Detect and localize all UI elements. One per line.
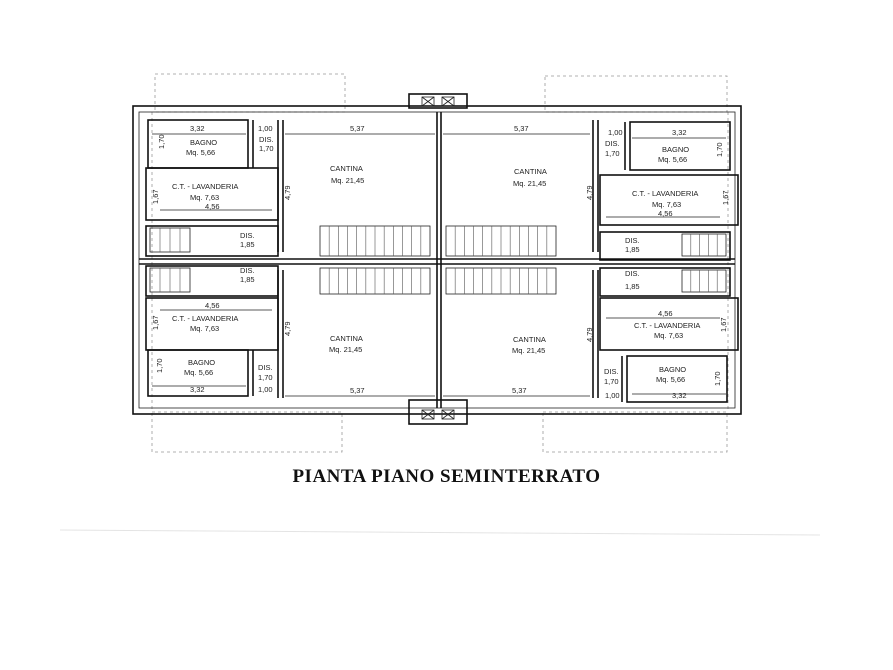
dim-cantina-width: 5,37: [512, 386, 527, 395]
bagno-label: BAGNO: [190, 138, 217, 147]
stair-steps: [159, 226, 718, 294]
dim-bagno-width: 3,32: [672, 391, 687, 400]
outer-walls: [132, 105, 742, 415]
lavanderia-area: Mq. 7,63: [652, 200, 681, 209]
bagno-area: Mq. 5,66: [186, 148, 215, 157]
dim-lav-width: 4,56: [658, 309, 673, 318]
bagno-area: Mq. 5,66: [656, 375, 685, 384]
dim-lav-width: 4,56: [658, 209, 673, 218]
dim-dis-door: 1,00: [608, 128, 623, 137]
left-bottom-unit: CANTINA Mq. 21,45 BAGNO Mq. 5,66 C.T. - …: [151, 266, 365, 395]
dis-stair-label: DIS.: [625, 236, 640, 245]
dim-lav-width: 4,56: [205, 202, 220, 211]
dim-lav-width: 4,56: [205, 301, 220, 310]
dim-bagno-depth: 1,70: [157, 134, 166, 149]
dim-dis-door: 1,00: [258, 124, 273, 133]
dim-cantina-width: 5,37: [350, 124, 365, 133]
dis-label: DIS.: [605, 139, 620, 148]
dis-stair-label: DIS.: [240, 266, 255, 275]
bagno-label: BAGNO: [188, 358, 215, 367]
dis-stair-label: DIS.: [625, 269, 640, 278]
cantina-area: Mq. 21,45: [331, 176, 364, 185]
dim-dis-width: 1,70: [258, 373, 273, 382]
dim-lav-depth: 1,67: [151, 315, 160, 330]
dim-lav-depth: 1,67: [719, 317, 728, 332]
dim-cantina-depth: 4,79: [283, 185, 292, 200]
dim-dis-stair: 1,85: [240, 240, 255, 249]
dis-label: DIS.: [258, 363, 273, 372]
dim-dis-door: 1,00: [605, 391, 620, 400]
dim-cantina-depth: 4,79: [585, 185, 594, 200]
dim-cantina-depth: 4,79: [585, 327, 594, 342]
dim-cantina-width: 5,37: [514, 124, 529, 133]
window-top: [408, 93, 468, 109]
dis-label: DIS.: [604, 367, 619, 376]
dim-dis-stair: 1,85: [625, 245, 640, 254]
dim-dis-stair: 1,85: [240, 275, 255, 284]
dis-stair-label: DIS.: [240, 231, 255, 240]
dim-bagno-depth: 1,70: [155, 358, 164, 373]
bagno-label: BAGNO: [659, 365, 686, 374]
cantina-label: CANTINA: [513, 335, 546, 344]
bagno-area: Mq. 5,66: [658, 155, 687, 164]
lavanderia-label: C.T. - LAVANDERIA: [172, 182, 238, 191]
right-bottom-unit: CANTINA Mq. 21,45 BAGNO Mq. 5,66 C.T. - …: [512, 269, 728, 400]
lavanderia-area: Mq. 7,63: [190, 324, 219, 333]
lavanderia-area: Mq. 7,63: [654, 331, 683, 340]
cantina-label: CANTINA: [514, 167, 547, 176]
lavanderia-label: C.T. - LAVANDERIA: [632, 189, 698, 198]
left-interior-walls: [145, 119, 284, 398]
dim-bagno-depth: 1,70: [715, 142, 724, 157]
dim-cantina-width: 5,37: [350, 386, 365, 395]
bagno-area: Mq. 5,66: [184, 368, 213, 377]
dim-lav-depth: 1,67: [151, 189, 160, 204]
drawing-title: PIANTA PIANO SEMINTERRATO: [292, 466, 601, 487]
dim-lav-depth: 1,67: [721, 190, 730, 205]
dim-bagno-width: 3,32: [190, 385, 205, 394]
dim-bagno-width: 3,32: [190, 124, 205, 133]
cantina-label: CANTINA: [330, 164, 363, 173]
bagno-label: BAGNO: [662, 145, 689, 154]
dim-bagno-width: 3,32: [672, 128, 687, 137]
dim-cantina-depth: 4,79: [283, 321, 292, 336]
scan-artifact-line: [59, 529, 821, 536]
dim-dis-stair: 1,85: [625, 282, 640, 291]
dim-dis-width: 1,70: [604, 377, 619, 386]
lavanderia-label: C.T. - LAVANDERIA: [172, 314, 238, 323]
window-bottom: [408, 399, 468, 425]
left-top-unit: CANTINA Mq. 21,45 BAGNO Mq. 5,66 C.T. - …: [151, 124, 365, 249]
dimension-lines: [152, 133, 726, 397]
cantina-area: Mq. 21,45: [329, 345, 362, 354]
dim-bagno-depth: 1,70: [713, 371, 722, 386]
cantina-label: CANTINA: [330, 334, 363, 343]
lavanderia-area: Mq. 7,63: [190, 193, 219, 202]
right-top-unit: CANTINA Mq. 21,45 BAGNO Mq. 5,66 C.T. - …: [513, 124, 730, 254]
cantina-area: Mq. 21,45: [513, 179, 546, 188]
right-interior-walls: [592, 120, 739, 403]
dim-dis-door: 1,00: [258, 385, 273, 394]
cantina-area: Mq. 21,45: [512, 346, 545, 355]
dis-label: DIS.: [259, 135, 274, 144]
dim-dis-width: 1,70: [259, 144, 274, 153]
dim-dis-width: 1,70: [605, 149, 620, 158]
lavanderia-label: C.T. - LAVANDERIA: [634, 321, 700, 330]
